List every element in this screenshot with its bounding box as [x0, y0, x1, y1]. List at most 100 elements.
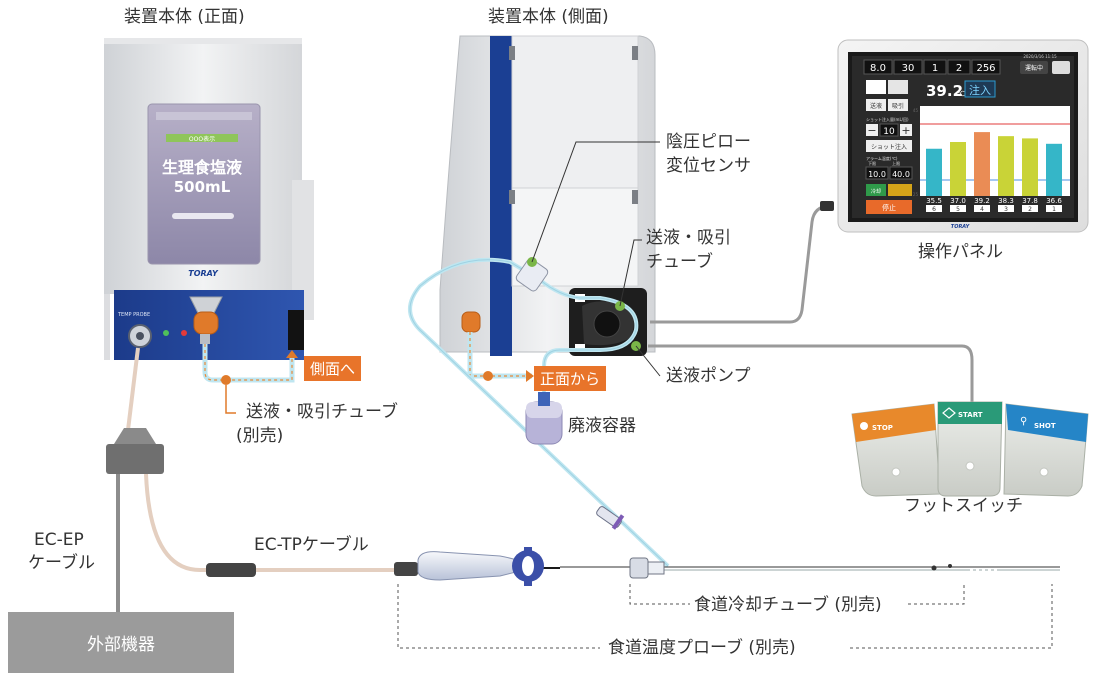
status-button[interactable] [1020, 61, 1048, 74]
svg-text:+: + [901, 124, 910, 137]
stop-label: 停止 [882, 203, 896, 212]
leader-lines [531, 141, 661, 377]
plus-button[interactable] [900, 124, 912, 136]
cool-button[interactable] [866, 184, 886, 196]
red-led-icon [181, 330, 187, 336]
front-tube-label-1: 送液・吸引チューブ [246, 402, 398, 422]
mode-label: 注入 [969, 83, 991, 97]
panel-channel-label: 2 [1028, 206, 1032, 213]
tab-send-label: 送液 [870, 102, 882, 110]
start-pedal-icon [942, 407, 956, 419]
panel-bar-value: 38.3 [998, 197, 1014, 205]
panel-top-value-1: 8.0 [870, 63, 886, 74]
panel-channel-label: 1 [1052, 206, 1056, 213]
shot-inject-button[interactable] [866, 140, 912, 152]
start-pedal[interactable] [937, 401, 1003, 497]
port-label: TEMP PROBE [117, 312, 150, 318]
pressure-pillow-icon [515, 258, 549, 292]
panel-channel-box[interactable] [950, 205, 966, 212]
tab-suction[interactable] [888, 99, 908, 111]
shot-pedal-label: SHOT [1034, 422, 1056, 430]
bag-line1: 生理食塩液 [162, 158, 243, 177]
panel-bar [950, 142, 966, 196]
pressure-sensor-label-2: 変位センサ [666, 156, 751, 176]
panel-channel-box[interactable] [926, 205, 942, 212]
panel-label: 操作パネル [918, 242, 1003, 262]
splitter-connector-icon [106, 428, 164, 474]
ec-ep-label-1: EC-EP [34, 530, 84, 550]
tp-cable-connector [206, 563, 256, 577]
panel-bar-value: 37.8 [1022, 197, 1038, 205]
minus-button[interactable] [866, 124, 878, 136]
cool-label: 冷却 [871, 188, 881, 195]
panel-bar-value: 39.2 [974, 197, 990, 205]
panel-top-value-2: 30 [902, 63, 915, 74]
panel-channel-label: 4 [980, 206, 984, 213]
bag-header-strip [166, 134, 238, 142]
bar-view-icon[interactable] [866, 80, 886, 94]
tube-label-2: チューブ [646, 252, 713, 272]
tube-label-1: 送液・吸引 [646, 228, 731, 248]
waste-label: 廃液容器 [568, 416, 636, 436]
start-pedal-label: START [958, 411, 983, 419]
panel-bar-value: 36.6 [1046, 197, 1062, 205]
stop-pedal-icon [860, 422, 868, 430]
current-temp: 39.2 [926, 82, 963, 100]
stop-button[interactable] [866, 200, 912, 214]
tab-send[interactable] [866, 99, 886, 111]
panel-bar [998, 136, 1014, 196]
device-front: OOO表示 生理食塩液 500mL TORAY TEMP PROBE [104, 38, 314, 414]
shot-value: 10 [883, 127, 895, 137]
panel-top-value-5: 256 [976, 63, 995, 74]
probe-handle [417, 547, 544, 586]
ec-ep-label-2: ケーブル [28, 553, 95, 573]
alarm-low-label: 下限 [868, 160, 876, 166]
waste-container-icon [525, 392, 563, 445]
alarm-label: アラーム温度(℃) [866, 155, 898, 161]
footswitch: STOP START ⚲ SHOT [851, 401, 1089, 497]
front-brand: TORAY [188, 269, 219, 278]
alarm-high-label: 上限 [892, 160, 900, 166]
panel-channel-box[interactable] [1022, 205, 1038, 212]
shot-inject-label: ショット注入 [871, 143, 907, 151]
cooling-tube-connector [629, 557, 665, 579]
probe-brackets [397, 584, 1053, 649]
to-side-tag: 側面へ [304, 356, 362, 381]
panel-bar-value: 37.0 [950, 197, 966, 205]
bag-header: OOO表示 [189, 135, 215, 143]
alarm-high: 40.0 [892, 170, 910, 179]
side-title: 装置本体 (側面) [488, 7, 609, 27]
external-device-label: 外部機器 [87, 635, 155, 655]
temp-probe-label: 食道温度プローブ (別売) [608, 638, 796, 658]
trend-view-icon[interactable] [888, 80, 908, 94]
cooling-tube-label: 食道冷却チューブ (別売) [694, 595, 882, 615]
settings-gear-icon[interactable] [1052, 61, 1070, 74]
panel-channel-box[interactable] [998, 205, 1014, 212]
pump-connector-front [193, 311, 219, 335]
shot-pedal-icon: ⚲ [1020, 416, 1027, 427]
panel-channel-box[interactable] [974, 205, 990, 212]
stop-pedal-label: STOP [872, 424, 893, 432]
alarm-low: 10.0 [868, 170, 886, 179]
green-led-icon [163, 330, 169, 336]
panel-axis-top: 45 [913, 108, 919, 113]
panel-chart [920, 106, 1070, 196]
front-tube-label-2: (別売) [236, 426, 284, 446]
panel-bar [1022, 138, 1038, 196]
panel-axis-bottom: 25 [913, 192, 919, 197]
footswitch-label: フットスイッチ [904, 496, 1023, 516]
panel-bar [926, 148, 942, 196]
panel-bar-value: 35.5 [926, 197, 942, 205]
status-button-label: 運転中 [1025, 64, 1043, 72]
control-panel: 8.0 30 1 2 256 2020/3/16 11:15 運転中 39.2 … [837, 39, 1089, 233]
tab-suction-label: 吸引 [892, 102, 904, 110]
panel-datetime: 2020/3/16 11:15 [1023, 54, 1057, 59]
shot-volume-label: ショット注入量(mL/回) [866, 116, 909, 122]
syringe-connector-icon [596, 506, 625, 530]
panel-channel-box[interactable] [1046, 205, 1062, 212]
panel-brand: TORAY [951, 224, 971, 230]
panel-channel-label: 3 [1004, 206, 1008, 213]
svg-text:−: − [867, 124, 876, 137]
temp-unit: ℃ [957, 90, 965, 98]
